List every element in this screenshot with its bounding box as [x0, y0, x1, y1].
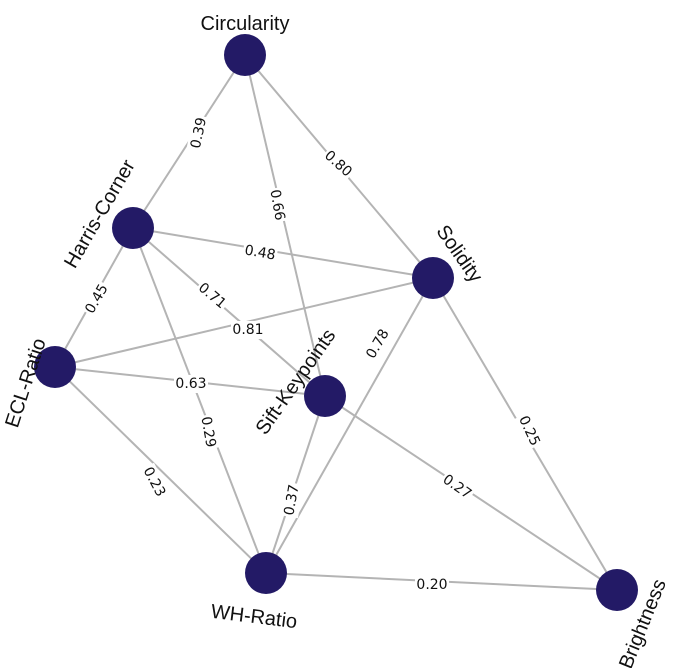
edge-weight-label: 0.29	[197, 415, 218, 448]
node-brightness	[596, 569, 638, 611]
edge-label-background	[186, 114, 212, 152]
edge-harris-solidity	[132, 227, 434, 279]
edge-label-background	[138, 462, 170, 502]
edge-weight-label: 0.39	[188, 116, 210, 150]
node-sift	[304, 375, 346, 417]
edge-circularity-sift	[244, 54, 326, 397]
edge-label-background	[241, 241, 279, 265]
edge-weight-label: 0.20	[416, 577, 447, 593]
edge-label-background	[193, 278, 231, 314]
edge-harris-sift	[132, 227, 326, 397]
node-ecl	[34, 346, 76, 388]
edge-weight-label: 0.48	[243, 242, 276, 263]
edge-solidity-wh	[265, 277, 434, 574]
edge-label-background	[80, 279, 114, 319]
edge-weight-label: 0.37	[281, 483, 302, 516]
node-wh	[245, 552, 287, 594]
edge-label-background	[280, 481, 304, 519]
edge-label-background	[319, 145, 357, 183]
node-solidity	[412, 257, 454, 299]
edge-weight-label: 0.81	[232, 322, 263, 338]
edge-weight-label: 0.66	[266, 188, 287, 222]
edges-layer	[54, 54, 618, 591]
edge-label-background	[174, 375, 208, 393]
node-label-wh: WH-Ratio	[210, 601, 299, 633]
node-circularity	[224, 34, 266, 76]
edge-label-background	[265, 186, 289, 224]
edge-harris-wh	[132, 227, 267, 574]
node-label-circularity: Circularity	[201, 13, 290, 35]
edge-label-background	[437, 469, 477, 505]
edge-ecl-wh	[54, 366, 267, 574]
edge-weight-label: 0.63	[175, 376, 206, 392]
edge-label-background	[196, 413, 220, 451]
edge-label-background	[361, 324, 395, 364]
edge-label-background	[513, 411, 545, 451]
nodes-layer	[34, 34, 638, 611]
edge-label-background	[231, 321, 265, 339]
node-harris	[112, 207, 154, 249]
edge-label-background	[415, 576, 449, 594]
